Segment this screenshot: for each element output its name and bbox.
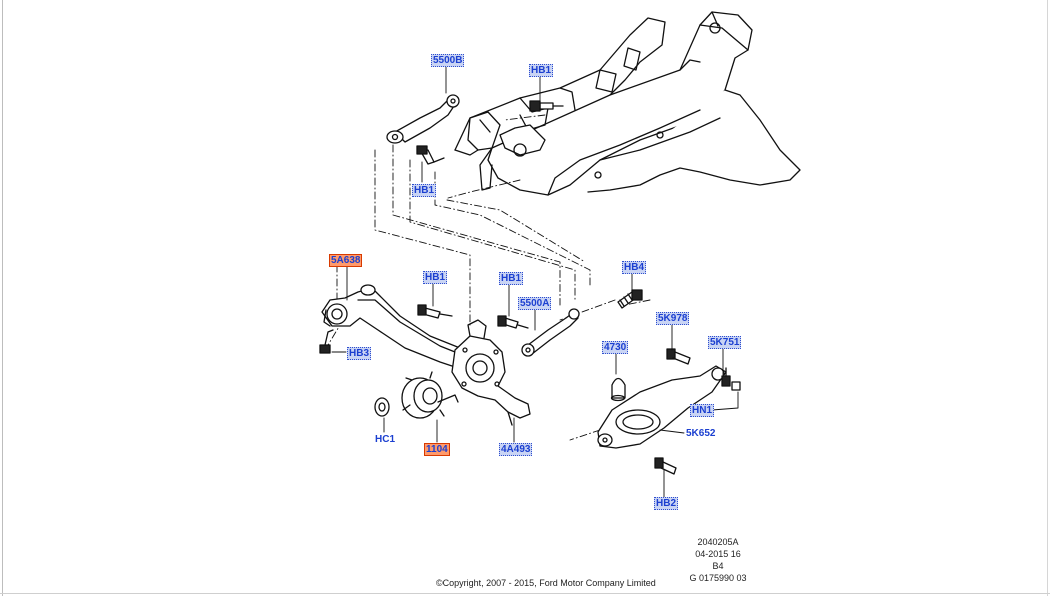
callout-5A638[interactable]: 5A638: [329, 254, 363, 267]
callout-5K751[interactable]: 5K751: [708, 336, 742, 349]
spring-lower-arm-5K652: [597, 365, 727, 449]
copyright-notice: ©Copyright, 2007 - 2015, Ford Motor Comp…: [436, 578, 656, 588]
page-border-bottom: [0, 593, 1050, 594]
nut-hn1: [731, 381, 741, 391]
drawing-number: 2040205A: [697, 537, 739, 547]
upper-arm-5500B: [386, 94, 460, 144]
wheel-hub-1104: [401, 371, 459, 419]
callout-hb1-link[interactable]: HB1: [499, 272, 524, 285]
knuckle-4A493: [451, 319, 531, 426]
bolt-hb1-top: [529, 100, 564, 112]
washer-hc1: [374, 397, 390, 417]
callout-5K652[interactable]: 5K652: [686, 428, 716, 439]
bolt-hb1-mid: [416, 145, 445, 165]
callout-hb2[interactable]: HB2: [654, 497, 679, 510]
bolt-hb1-link: [497, 315, 529, 329]
bolt-hb3: [319, 329, 334, 354]
bump-stop-4730: [610, 377, 626, 402]
link-5500A: [521, 308, 580, 357]
callout-hb1-mid[interactable]: HB1: [412, 184, 437, 197]
callout-5500A[interactable]: 5500A: [518, 297, 552, 310]
bolt-hb2: [654, 457, 677, 475]
callout-hc1[interactable]: HC1: [375, 434, 396, 445]
bolt-5K978: [666, 348, 691, 365]
bolt-hb4: [617, 289, 643, 309]
drawing-section: B4: [712, 561, 724, 571]
page-border-left: [2, 0, 3, 596]
callout-hb1-arm[interactable]: HB1: [423, 271, 448, 284]
drawing-date: 04-2015 16: [695, 549, 741, 559]
drawing-reference: 2040205A 04-2015 16 B4 G 0175990 03: [680, 536, 756, 584]
callout-4A493[interactable]: 4A493: [499, 443, 533, 456]
bushing-5K751: [721, 367, 731, 387]
callout-1104[interactable]: 1104: [424, 443, 450, 456]
callout-hn1[interactable]: HN1: [690, 404, 715, 417]
callout-5500B[interactable]: 5500B: [431, 54, 465, 67]
page-border-right: [1047, 0, 1048, 596]
drawing-code: G 0175990 03: [689, 573, 747, 583]
callout-5K978[interactable]: 5K978: [656, 312, 690, 325]
callout-hb1-top[interactable]: HB1: [529, 64, 554, 77]
rear-subframe: [454, 11, 801, 196]
callout-hb3[interactable]: HB3: [347, 347, 372, 360]
lower-control-arm: [321, 284, 479, 373]
callout-4730[interactable]: 4730: [602, 341, 629, 354]
leader-lines: [331, 64, 739, 498]
bolt-hb1-arm: [417, 304, 453, 319]
callout-hb4[interactable]: HB4: [622, 261, 647, 274]
